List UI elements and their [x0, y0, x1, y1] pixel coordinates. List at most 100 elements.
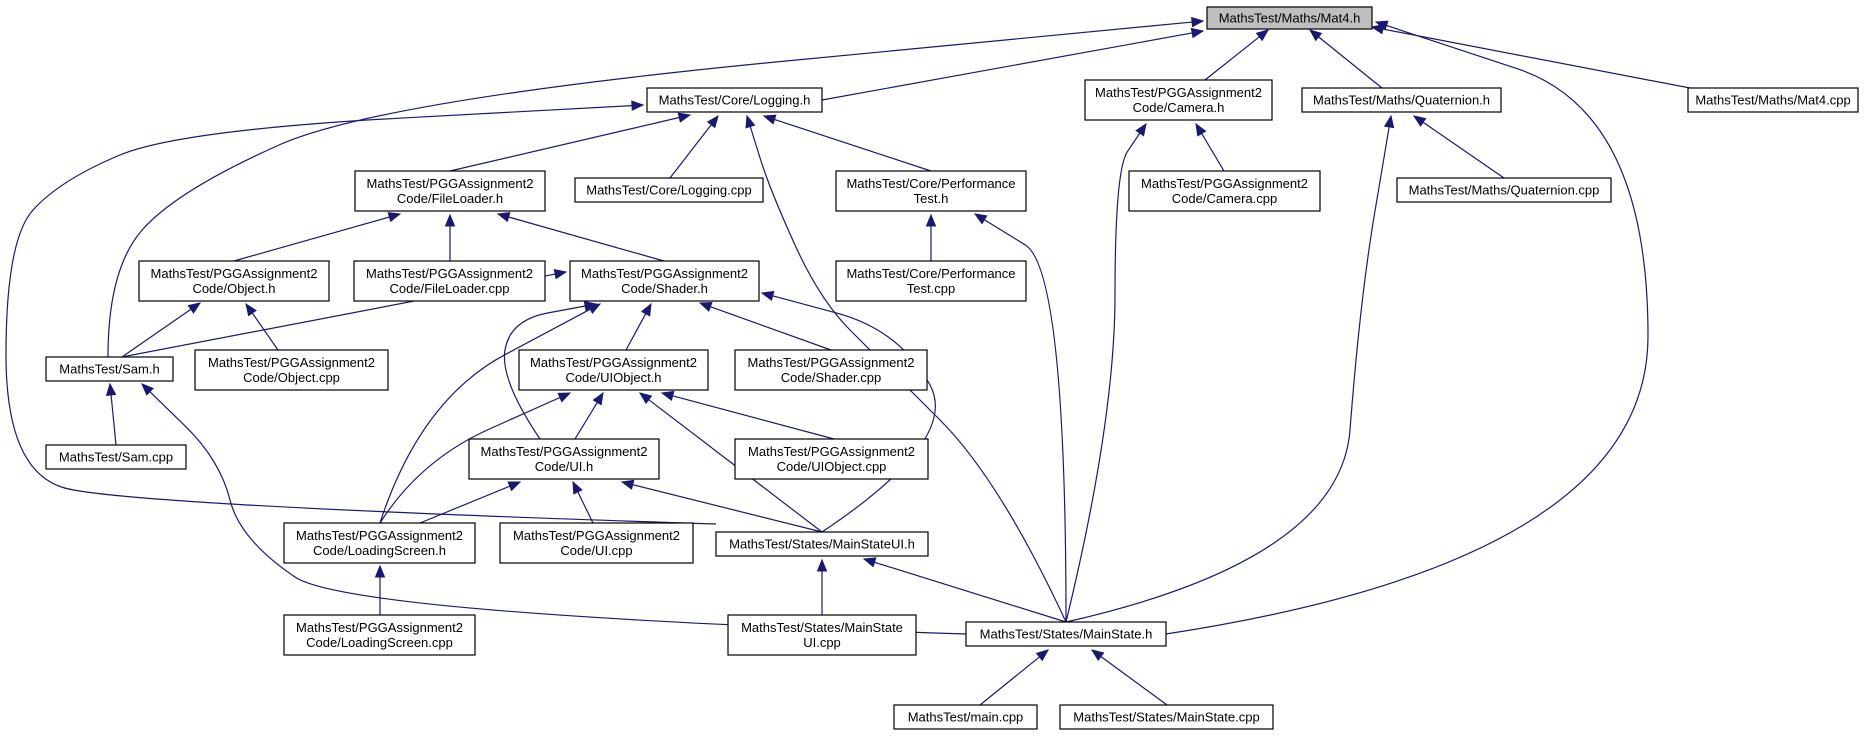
node-box [1396, 177, 1612, 203]
edge-line [107, 21, 1193, 358]
node-label-line: MathsTest/Core/Logging.h [659, 93, 811, 108]
edge-line [508, 216, 665, 262]
node-sam-cpp[interactable]: MathsTest/Sam.cpp [45, 444, 187, 470]
edge-loading_h-to-uiobject_h [379, 392, 572, 524]
edge-mainstate_cpp-to-mainstate_h [1090, 649, 1168, 706]
node-box [965, 621, 1167, 647]
edge-shader_cpp-to-shader_h [698, 301, 832, 351]
edge-object_cpp-to-object_h [245, 302, 279, 351]
arrowhead [105, 382, 117, 396]
edge-line [821, 32, 1193, 101]
node-label-line: MathsTest/PGGAssignment2 [513, 528, 680, 543]
node-label-line: MathsTest/PGGAssignment2 [151, 266, 318, 281]
edge-uiobject_h-to-shader_h [625, 302, 652, 351]
edge-line [984, 219, 1067, 623]
arrowhead [1195, 122, 1207, 137]
node-label-line: Code/FileLoader.cpp [390, 281, 510, 296]
node-label-line: MathsTest/PGGAssignment2 [1095, 85, 1262, 100]
edge-line [251, 312, 279, 351]
node-fileloader-cpp[interactable]: MathsTest/PGGAssignment2Code/FileLoader.… [353, 260, 546, 302]
arrowhead [1374, 20, 1389, 31]
edge-perf_h-to-logging_h [762, 114, 932, 172]
node-label-line: MathsTest/Core/Performance [846, 266, 1015, 281]
node-box [499, 522, 694, 564]
node-box [646, 87, 823, 113]
arrowhead [245, 302, 257, 317]
node-mat4h[interactable]: MathsTest/Maths/Mat4.h [1206, 6, 1373, 30]
arrowhead [572, 480, 583, 495]
edge-sam_cpp-to-sam_h [105, 382, 117, 446]
node-loading-cpp[interactable]: MathsTest/PGGAssignment2Code/LoadingScre… [283, 614, 476, 656]
edge-camera_h-to-mat4h [1204, 29, 1270, 81]
edge-line [379, 308, 591, 524]
arrowhead [1135, 122, 1147, 137]
edge-mainstateui_cpp-to-mainstateui_h [816, 558, 828, 615]
edge-mainstate_h-to-quat_h [1065, 114, 1395, 623]
node-mainstate-cpp[interactable]: MathsTest/States/MainState.cpp [1059, 704, 1274, 730]
edge-line [874, 561, 1067, 623]
node-main-cpp[interactable]: MathsTest/main.cpp [893, 704, 1038, 730]
node-mainstateui-cpp[interactable]: MathsTest/States/MainStateUI.cpp [727, 614, 917, 656]
node-label-line: MathsTest/Maths/Quaternion.h [1313, 93, 1490, 108]
edge-line [1165, 24, 1649, 635]
arrowhead [141, 383, 154, 396]
edge-quat_cpp-to-quat_h [1412, 115, 1505, 179]
edge-line [449, 116, 680, 172]
node-box [45, 444, 187, 470]
node-sam-h[interactable]: MathsTest/Sam.h [45, 356, 174, 382]
edge-line [574, 402, 598, 440]
node-logging-h[interactable]: MathsTest/Core/Logging.h [646, 87, 823, 113]
node-loading-h[interactable]: MathsTest/PGGAssignment2Code/LoadingScre… [283, 522, 476, 564]
edge-ui_h-to-uiobject_h [574, 391, 604, 440]
arrowhead [374, 564, 386, 578]
edge-line [749, 126, 1067, 623]
node-label-line: MathsTest/PGGAssignment2 [581, 266, 748, 281]
node-logging-cpp[interactable]: MathsTest/Core/Logging.cpp [574, 177, 764, 203]
node-mat4cpp[interactable]: MathsTest/Maths/Mat4.cpp [1687, 87, 1859, 113]
node-label-line: Code/UIObject.cpp [777, 459, 887, 474]
edge-line [710, 306, 832, 351]
edge-line [1201, 133, 1225, 172]
arrowhead [1255, 29, 1270, 42]
edge-camera_cpp-to-camera_h [1195, 122, 1225, 172]
arrowhead [698, 301, 713, 312]
node-fileloader-h[interactable]: MathsTest/PGGAssignment2Code/FileLoader.… [354, 170, 546, 212]
node-label-line: MathsTest/Core/Logging.cpp [586, 183, 751, 198]
node-label-line: MathsTest/PGGAssignment2 [481, 444, 648, 459]
arrowhead [631, 100, 645, 111]
node-quat-cpp[interactable]: MathsTest/Maths/Quaternion.cpp [1396, 177, 1612, 203]
edge-line [1204, 36, 1260, 81]
node-box [734, 438, 929, 480]
node-box [194, 349, 389, 391]
node-box [727, 614, 917, 656]
node-box [468, 438, 660, 480]
edge-line [1382, 28, 1691, 89]
arrowhead [1383, 114, 1395, 129]
node-mainstate-h[interactable]: MathsTest/States/MainState.h [965, 621, 1167, 647]
edge-mainstateui_h-to-logging_h [5, 100, 717, 525]
node-label-line: MathsTest/Sam.h [59, 362, 159, 377]
edge-loading_h-to-shader_h [379, 303, 602, 524]
arrowhead [816, 558, 828, 572]
edge-sam_h-to-mat4h [107, 16, 1205, 358]
node-box [138, 260, 330, 302]
node-uiobject-cpp[interactable]: MathsTest/PGGAssignment2Code/UIObject.cp… [734, 438, 929, 480]
arrowhead [973, 213, 988, 225]
node-layer: MathsTest/Maths/Mat4.hMathsTest/Core/Log… [45, 6, 1859, 730]
edge-mainstate_h-to-mainstateui_h [862, 557, 1067, 623]
node-label-line: Code/Shader.h [621, 281, 708, 296]
node-quat-h[interactable]: MathsTest/Maths/Quaternion.h [1301, 87, 1502, 113]
node-mainstateui-h[interactable]: MathsTest/States/MainStateUI.h [715, 531, 929, 557]
